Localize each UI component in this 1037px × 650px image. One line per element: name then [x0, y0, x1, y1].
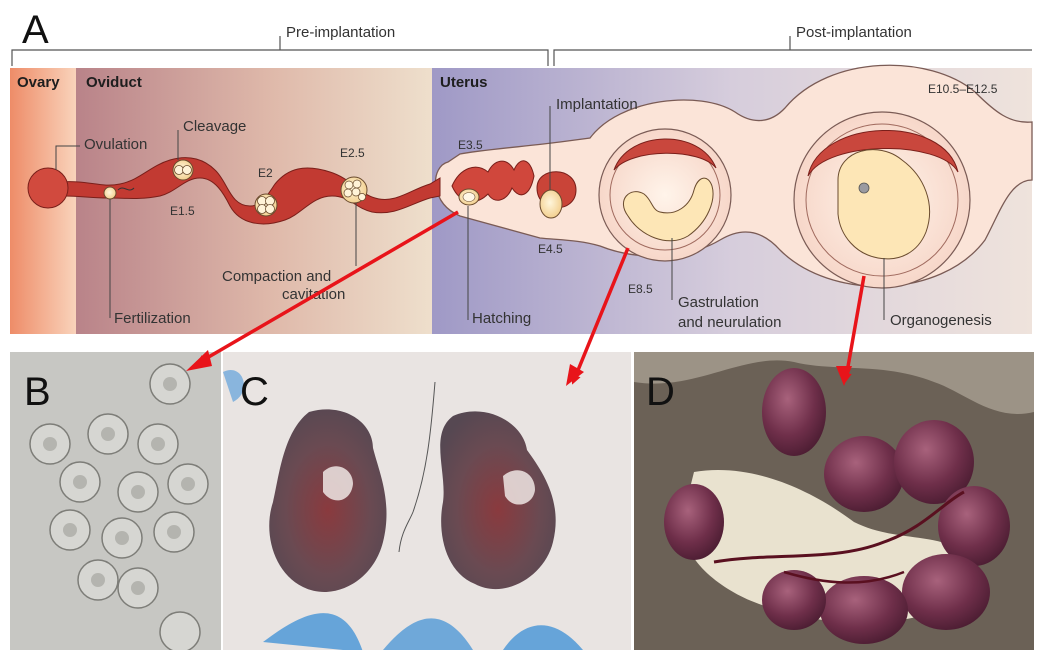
blastocyst: [459, 189, 479, 205]
uterus-label: Uterus: [440, 74, 488, 91]
oviduct-label: Oviduct: [86, 74, 142, 91]
blastocyst-13: [160, 612, 200, 650]
cleavage-embryo: [173, 160, 193, 180]
morula: [341, 177, 367, 203]
day-e35: E3.5: [458, 138, 483, 152]
compaction-label-1: Compaction and: [222, 268, 331, 285]
panel-b-letter: B: [24, 372, 51, 412]
post-implantation-label: Post-implantation: [796, 24, 912, 41]
day-e25: E2.5: [340, 146, 365, 160]
compaction-label-2: cavitation: [282, 286, 345, 303]
pre-implantation-bracket: [12, 36, 548, 66]
fertilized-egg: [104, 187, 116, 199]
ovulation-label: Ovulation: [84, 136, 147, 153]
panel-c-photo: [223, 352, 631, 650]
ovary-label: Ovary: [17, 74, 60, 91]
post-implantation-bracket: [554, 36, 1032, 66]
panel-a-letter: A: [22, 10, 49, 50]
ovary: [28, 168, 68, 208]
pre-implantation-label: Pre-implantation: [286, 24, 395, 41]
four-cell-embryo: [255, 194, 277, 216]
gastrulation-label-1: Gastrulation: [678, 294, 759, 311]
panel-a-diagram: [0, 0, 1037, 350]
day-e15: E1.5: [170, 204, 195, 218]
decidua-e85: [599, 129, 731, 261]
decidua-e105: [794, 112, 970, 288]
gastrulation-label-2: and neurulation: [678, 314, 781, 331]
panel-c-letter: C: [240, 372, 269, 412]
panel-d-letter: D: [646, 372, 675, 412]
day-e105: E10.5–E12.5: [928, 82, 997, 96]
organogenesis-label: Organogenesis: [890, 312, 992, 329]
implantation-label: Implantation: [556, 96, 638, 113]
day-e2: E2: [258, 166, 273, 180]
fertilization-label: Fertilization: [114, 310, 191, 327]
day-e85: E8.5: [628, 282, 653, 296]
hatching-label: Hatching: [472, 310, 531, 327]
day-e45: E4.5: [538, 242, 563, 256]
cleavage-label: Cleavage: [183, 118, 246, 135]
panel-d-photo: [634, 352, 1034, 650]
